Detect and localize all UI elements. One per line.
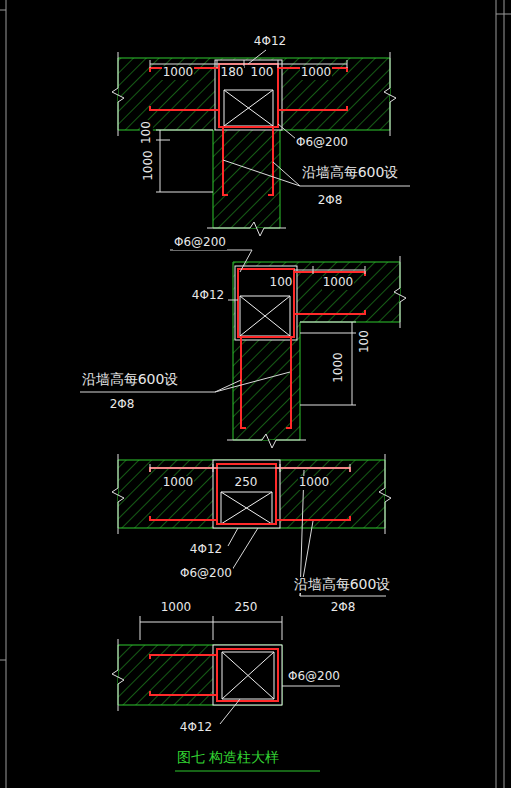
dimension-line bbox=[140, 60, 365, 640]
note-text: 沿墙高每600设 bbox=[81, 372, 180, 387]
rebar bbox=[150, 64, 365, 701]
rebar-callout: 2Φ8 bbox=[317, 194, 344, 207]
dimension-text: 1000 bbox=[331, 352, 344, 385]
dimension-text: 100 bbox=[139, 121, 152, 146]
dimension-text: 1000 bbox=[322, 276, 355, 289]
dimension-text: 180 bbox=[220, 66, 245, 79]
column-cross bbox=[221, 90, 290, 699]
dimension-text: 100 bbox=[250, 66, 275, 79]
rebar-callout: Φ6@200 bbox=[173, 236, 227, 249]
dimension-text: 250 bbox=[234, 476, 259, 489]
dimension-text: 1000 bbox=[300, 66, 333, 79]
dimension-text: 1000 bbox=[298, 476, 331, 489]
note-text: 沿墙高每600设 bbox=[301, 165, 400, 180]
rebar-callout: 4Φ12 bbox=[179, 721, 213, 734]
caption: 图七 构造柱大样 bbox=[176, 750, 280, 765]
rebar-callout: 2Φ8 bbox=[330, 601, 357, 614]
rebar-callout: 4Φ12 bbox=[253, 35, 287, 48]
rebar-callout: Φ6@200 bbox=[295, 136, 349, 149]
dimension-text: 100 bbox=[269, 276, 294, 289]
rebar-callout: Φ6@200 bbox=[287, 670, 341, 683]
dimension-text: 1000 bbox=[160, 601, 193, 614]
rebar-callout: 4Φ12 bbox=[191, 289, 225, 302]
dimension-text: 1000 bbox=[141, 150, 154, 183]
dimension-text: 100 bbox=[357, 330, 370, 355]
dimension-text: 1000 bbox=[162, 66, 195, 79]
column bbox=[213, 60, 297, 705]
note-text: 沿墙高每600设 bbox=[293, 577, 392, 592]
rebar-callout: Φ6@200 bbox=[179, 567, 233, 580]
dimension-text: 1000 bbox=[162, 476, 195, 489]
leader-line bbox=[80, 50, 410, 724]
rebar-callout: 4Φ12 bbox=[189, 543, 223, 556]
dimension-text: 250 bbox=[234, 601, 259, 614]
rebar-callout: 2Φ8 bbox=[109, 398, 136, 411]
caption-underline bbox=[175, 771, 320, 772]
